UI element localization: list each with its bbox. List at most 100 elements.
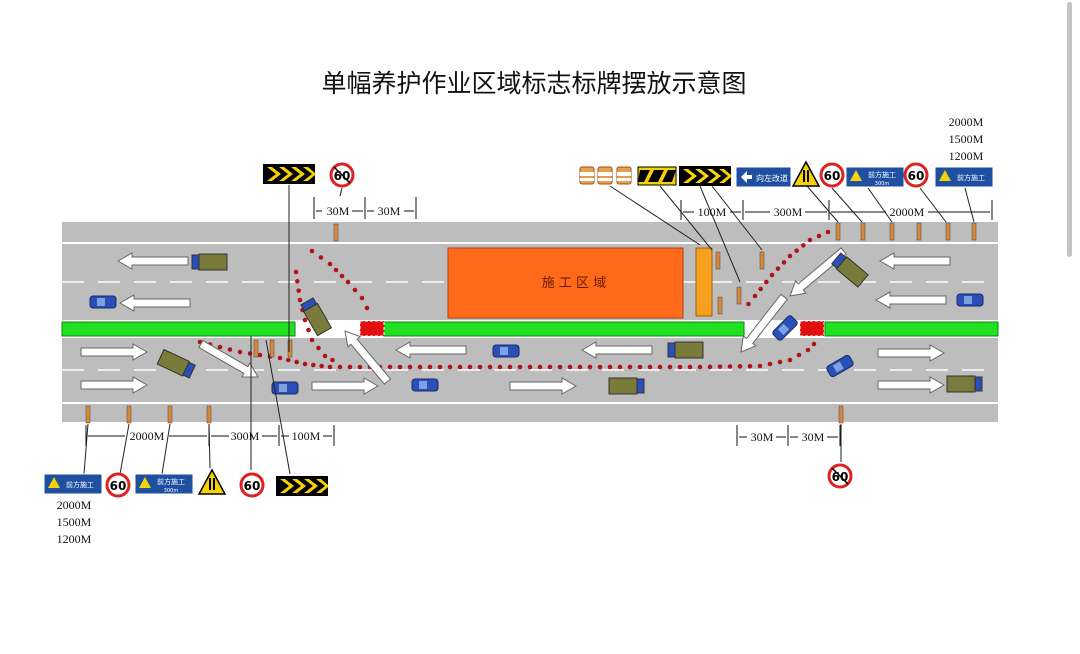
median-opening-barrier-right [799, 320, 825, 337]
warning-triangle-icon [198, 469, 226, 495]
traffic-cone [775, 266, 781, 271]
traffic-cone [687, 364, 693, 370]
traffic-cone [364, 305, 370, 311]
traffic-cone [437, 364, 443, 370]
median-strip-middle [383, 321, 745, 337]
chevron-sign-icon [276, 476, 328, 496]
traffic-cone [387, 364, 393, 370]
bottom-shoulder [62, 404, 998, 422]
svg-text:前方施工: 前方施工 [868, 170, 896, 179]
traffic-cone [517, 364, 523, 370]
traffic-cone [787, 357, 793, 363]
svg-text:前方施工: 前方施工 [157, 477, 185, 486]
traffic-cone [737, 364, 743, 369]
barrel-icon [616, 166, 632, 185]
distance-label: 100M [698, 205, 727, 219]
traffic-cone [217, 344, 223, 350]
car-icon [271, 381, 299, 395]
distance-label: 100M [292, 429, 321, 443]
traffic-cone [537, 364, 543, 370]
svg-text:前方施工: 前方施工 [66, 480, 94, 489]
traffic-cone [547, 364, 553, 370]
top-shoulder [62, 222, 998, 242]
traffic-cone [407, 364, 413, 370]
warning-triangle-icon [792, 161, 820, 187]
traffic-cone [777, 359, 783, 365]
traffic-cone [801, 243, 806, 248]
traffic-cone [302, 317, 308, 323]
page-scrollbar[interactable] [1067, 0, 1078, 654]
traffic-cone [339, 273, 345, 279]
traffic-cone [794, 248, 799, 253]
traffic-cone [697, 364, 703, 370]
svg-text:向左改道: 向左改道 [756, 173, 788, 183]
speed-limit-sign-icon: 60 [239, 472, 265, 498]
distance-label: 300M [231, 429, 260, 443]
traffic-cone [707, 364, 713, 370]
distance-markers [85, 197, 993, 446]
traffic-cone [316, 345, 321, 351]
speed-limit-sign-icon: 60 [903, 162, 929, 188]
traffic-cone [717, 364, 723, 369]
car-icon [411, 378, 439, 392]
traffic-cone [318, 255, 324, 260]
traffic-cone [627, 364, 633, 370]
car-icon [492, 344, 520, 358]
svg-text:前方施工: 前方施工 [957, 173, 985, 182]
speed-limit-sign-icon: 60 [105, 472, 131, 498]
distance-label: 30M [327, 204, 350, 218]
traffic-cone [322, 353, 328, 359]
ahead-construction-sign-icon: 前方施工 [934, 166, 994, 188]
traffic-cone [727, 364, 733, 369]
svg-text:300m: 300m [164, 488, 179, 494]
svg-text:60: 60 [824, 169, 841, 183]
traffic-cone [427, 364, 433, 370]
truck-icon [608, 377, 645, 395]
distance-label: 30M [751, 430, 774, 444]
end-speed-limit-sign-icon: 60 [827, 463, 853, 489]
speed-limit-sign-icon: 60 [819, 162, 845, 188]
traffic-cone [327, 364, 333, 370]
traffic-cone [345, 279, 351, 285]
traffic-cone [467, 364, 473, 370]
traffic-cone [247, 351, 253, 356]
svg-text:60: 60 [908, 169, 925, 183]
traffic-cone [306, 327, 311, 333]
traffic-cone [607, 364, 613, 370]
traffic-cone [295, 279, 300, 284]
distance-label: 2000M [890, 205, 925, 219]
detour-sign-icon: 向左改道 [735, 166, 792, 188]
traffic-cone [527, 364, 533, 370]
traffic-cone [816, 233, 822, 239]
work-zone [447, 247, 684, 319]
median-strip-left [61, 321, 296, 337]
traffic-cone [647, 364, 653, 370]
traffic-cone [293, 269, 299, 275]
traffic-cone [752, 293, 758, 299]
traffic-cone [657, 364, 663, 370]
traffic-cone [286, 357, 291, 363]
barrel-icon [579, 166, 595, 185]
svg-text:60: 60 [244, 479, 261, 493]
median-strip-right [824, 321, 999, 337]
traffic-cone [447, 364, 453, 370]
distance-label: 30M [802, 430, 825, 444]
traffic-cone [457, 364, 463, 370]
traffic-cone [337, 364, 343, 370]
traffic-cone [667, 364, 673, 370]
scrollbar-thumb[interactable] [1067, 2, 1072, 257]
traffic-cone [557, 364, 563, 370]
traffic-cone [807, 237, 813, 243]
traffic-cone [764, 279, 769, 285]
traffic-cone [567, 364, 573, 370]
work-zone-label: 施 工 区 域 [542, 276, 606, 291]
svg-text:60: 60 [110, 479, 127, 493]
traffic-cone [277, 355, 283, 361]
traffic-cone [746, 301, 751, 307]
distance-label: 2000M [130, 429, 165, 443]
traffic-cone [296, 288, 301, 293]
car-icon [956, 293, 984, 307]
median-opening-barrier-left [359, 320, 385, 337]
traffic-cone [330, 357, 335, 363]
